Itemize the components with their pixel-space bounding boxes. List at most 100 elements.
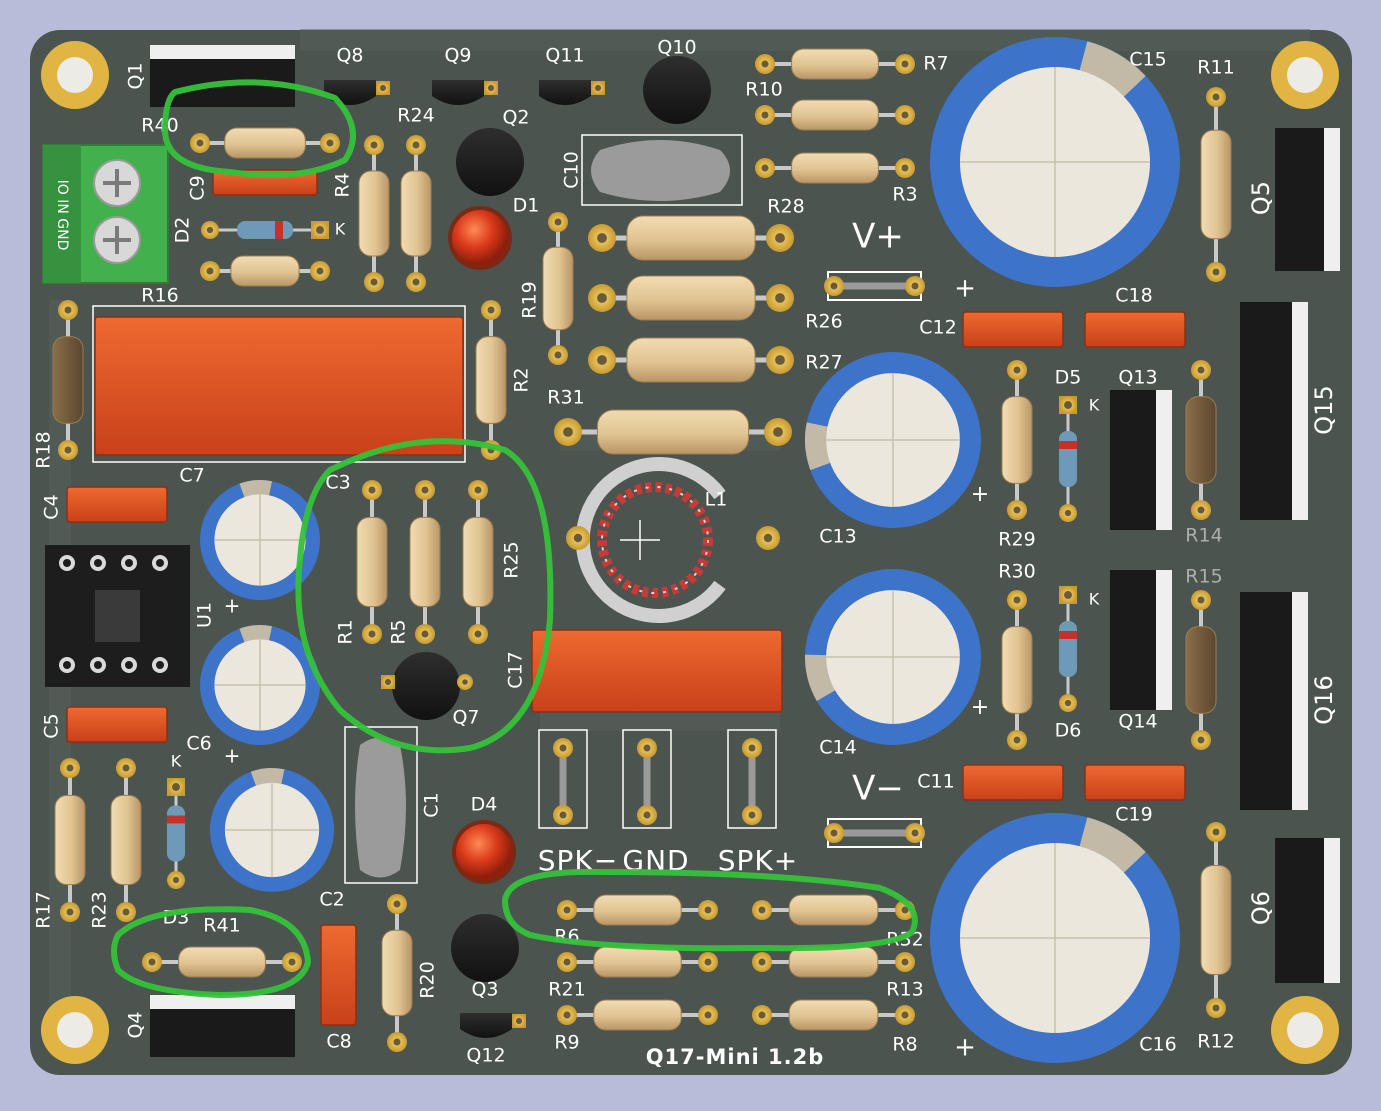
pad <box>457 674 473 690</box>
pad <box>468 480 488 500</box>
transistor-q16 <box>1240 592 1308 810</box>
pad <box>1191 360 1211 380</box>
label-r8: R8 <box>892 1034 917 1056</box>
pad <box>698 952 718 972</box>
label-r23: R23 <box>89 891 111 928</box>
label-r30: R30 <box>998 561 1035 583</box>
highlight-loop-output-resistors <box>502 868 918 952</box>
pad-square <box>311 221 329 239</box>
pad <box>764 418 792 446</box>
resistor-r1 <box>356 490 388 634</box>
ic-socket-u1 <box>45 545 190 687</box>
label-u1: U1 <box>194 602 216 628</box>
pad <box>468 624 488 644</box>
pad <box>1007 730 1027 750</box>
led-d1 <box>448 206 512 270</box>
pad <box>320 133 340 153</box>
pad <box>756 526 780 550</box>
pad <box>742 805 762 825</box>
pad <box>548 345 568 365</box>
label-spk-: SPK+ <box>718 844 798 877</box>
label-c8: C8 <box>326 1031 351 1053</box>
label-q14: Q14 <box>1118 711 1157 733</box>
pad-square <box>512 1014 526 1028</box>
label-l1: L1 <box>705 489 728 511</box>
pad <box>415 480 435 500</box>
pad <box>766 224 794 252</box>
label-r31: R31 <box>547 387 584 409</box>
label-c19: C19 <box>1115 804 1152 826</box>
label-r14: R14 <box>1185 525 1222 547</box>
highlight-loop-r41 <box>111 906 311 998</box>
pad <box>554 418 582 446</box>
pad-square <box>484 81 498 95</box>
label-r18: R18 <box>33 431 55 468</box>
pad <box>1059 504 1077 522</box>
label-q1: Q1 <box>125 62 147 89</box>
transistor-q5 <box>1275 128 1340 271</box>
label-q12: Q12 <box>466 1045 505 1067</box>
label-c2: C2 <box>319 889 344 911</box>
resistor-r6 <box>567 894 708 926</box>
resistor-r40 <box>200 127 330 159</box>
cathode-mark-d5: K <box>1089 396 1100 415</box>
polarity-plus-c16: + <box>954 1033 976 1063</box>
polarity-plus-c15: + <box>954 274 976 304</box>
transistor-q6 <box>1275 838 1340 983</box>
pad <box>142 952 162 972</box>
label-r19: R19 <box>519 281 541 318</box>
capacitor-c18 <box>1084 311 1186 348</box>
resistor-r10 <box>765 99 905 131</box>
pad <box>362 480 382 500</box>
label-r27: R27 <box>805 352 842 374</box>
capacitor-c6 <box>200 625 320 745</box>
capacitor-c19 <box>1084 764 1186 801</box>
label-r40: R40 <box>141 115 178 137</box>
transistor-q13 <box>1110 390 1172 530</box>
pad <box>637 805 657 825</box>
label-c6: C6 <box>186 733 211 755</box>
transistor-q2 <box>456 128 524 196</box>
resistor-r5 <box>409 490 441 634</box>
component-layer <box>41 37 1340 1064</box>
label-v-: V+ <box>852 217 904 257</box>
label-c11: C11 <box>917 771 954 793</box>
pad-square <box>1059 396 1077 414</box>
capacitor-c15 <box>930 37 1180 287</box>
pad <box>766 346 794 374</box>
transistor-q10 <box>643 56 711 124</box>
label-d6: D6 <box>1055 720 1082 742</box>
label-r12: R12 <box>1197 1031 1234 1053</box>
pad <box>824 823 844 843</box>
label-d5: D5 <box>1055 367 1082 389</box>
label-q9: Q9 <box>444 45 471 67</box>
terminal-spk-plus <box>727 729 777 829</box>
label-r13: R13 <box>886 979 923 1001</box>
capacitor-c11 <box>962 764 1064 801</box>
label-d1: D1 <box>513 195 540 217</box>
label-c1: C1 <box>421 792 443 817</box>
terminal-spk-minus <box>538 729 588 829</box>
label-r16: R16 <box>141 285 178 307</box>
resistor-r30 <box>1001 600 1033 740</box>
resistor-r17 <box>54 768 86 912</box>
pad <box>742 738 762 758</box>
label-q13: Q13 <box>1118 367 1157 389</box>
capacitor-c10 <box>581 134 743 206</box>
pad <box>752 1005 772 1025</box>
pad <box>116 902 136 922</box>
label-r10: R10 <box>745 79 782 101</box>
pad <box>752 900 772 920</box>
label-q3: Q3 <box>471 979 498 1001</box>
polarity-plus-c3: + <box>224 594 241 618</box>
pad <box>905 823 925 843</box>
pad-square <box>1059 586 1077 604</box>
pad <box>190 133 210 153</box>
highlight-loop-r40 <box>162 79 356 179</box>
label-q4: Q4 <box>125 1011 147 1038</box>
label-c17: C17 <box>505 651 527 688</box>
resistor-r24-body <box>400 145 432 282</box>
capacitor-c4 <box>66 486 168 523</box>
pad <box>895 158 915 178</box>
